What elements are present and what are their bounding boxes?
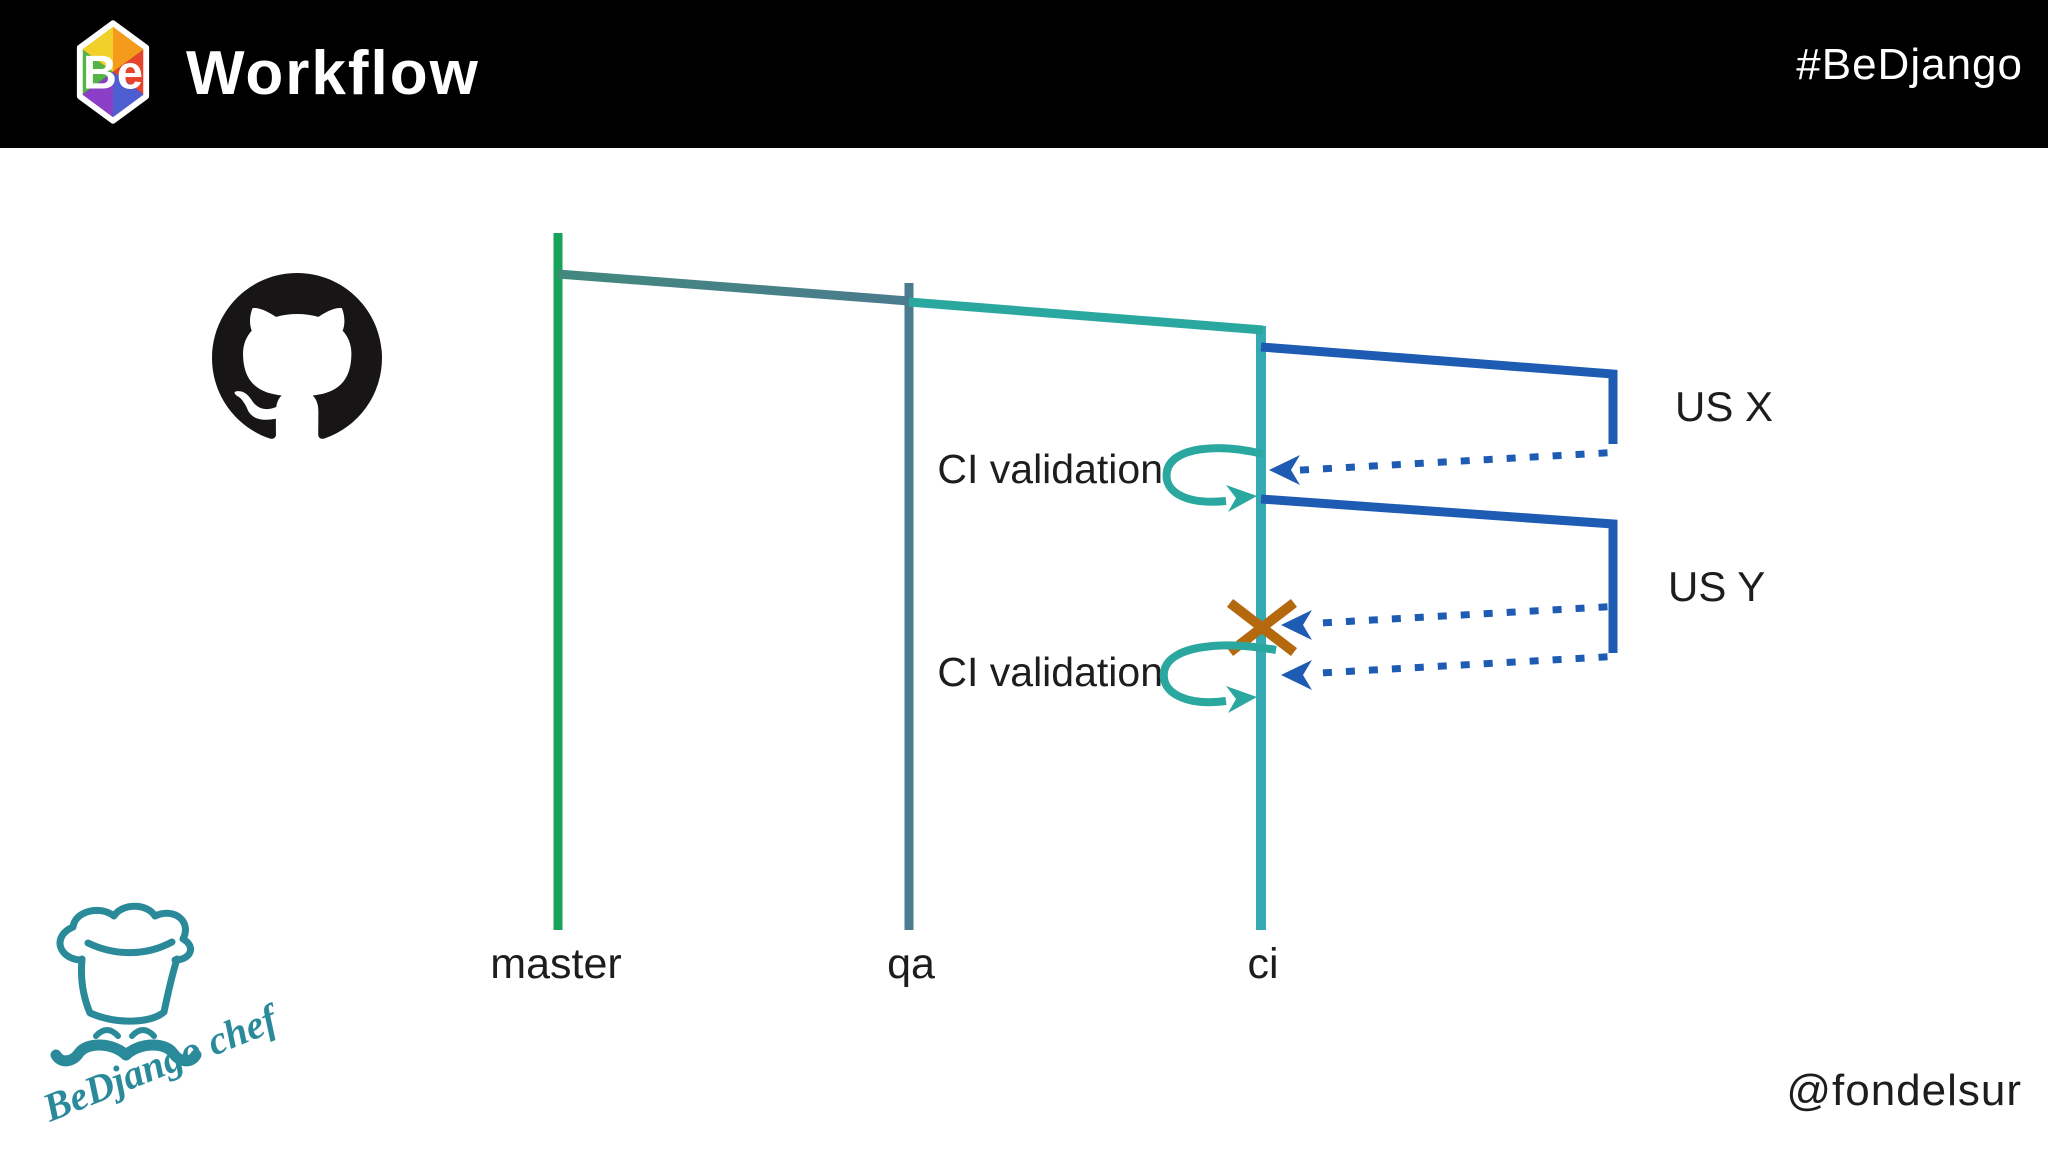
ci-branch-label: ci	[1247, 940, 1279, 988]
ci-validation-label-1: CI validation	[937, 446, 1163, 492]
us-y-label: US Y	[1668, 563, 1766, 610]
us-y-retry-merge-dotted-line	[1316, 653, 1608, 677]
us-y-branch-line	[1260, 494, 1618, 653]
failed-merge-x-icon	[1226, 598, 1298, 657]
qa-branch-label: qa	[887, 940, 935, 988]
ci-validation-loop-2-icon	[1159, 641, 1277, 713]
bedjango-logo: Be	[76, 20, 150, 124]
qa-to-ci-branch-line	[908, 297, 1264, 335]
author-handle: @fondelsur	[1786, 1066, 2022, 1115]
master-branch-label: master	[490, 940, 622, 988]
ci-validation-loop-1-icon	[1162, 444, 1264, 512]
bedjango-chef-logo: BeDjango chef	[36, 902, 286, 1131]
us-y-failed-merge-dotted-line	[1316, 603, 1608, 627]
us-y-retry-merge-arrowhead-icon	[1281, 660, 1312, 690]
github-octocat-icon	[212, 273, 382, 439]
us-x-merge-arrowhead-icon	[1269, 455, 1300, 485]
us-y-failed-merge-arrowhead-icon	[1281, 610, 1312, 640]
slide-title: Workflow	[186, 39, 480, 108]
us-x-merge-dotted-line	[1298, 449, 1608, 474]
us-x-label: US X	[1675, 383, 1774, 430]
header-bar: Be Workflow #BeDjango	[0, 0, 2048, 148]
bedjango-logo-text: Be	[83, 47, 143, 99]
us-x-branch-line	[1260, 342, 1618, 444]
event-hashtag: #BeDjango	[1796, 40, 2023, 89]
master-to-qa-branch-line	[557, 269, 910, 306]
ci-validation-label-2: CI validation	[937, 649, 1163, 695]
